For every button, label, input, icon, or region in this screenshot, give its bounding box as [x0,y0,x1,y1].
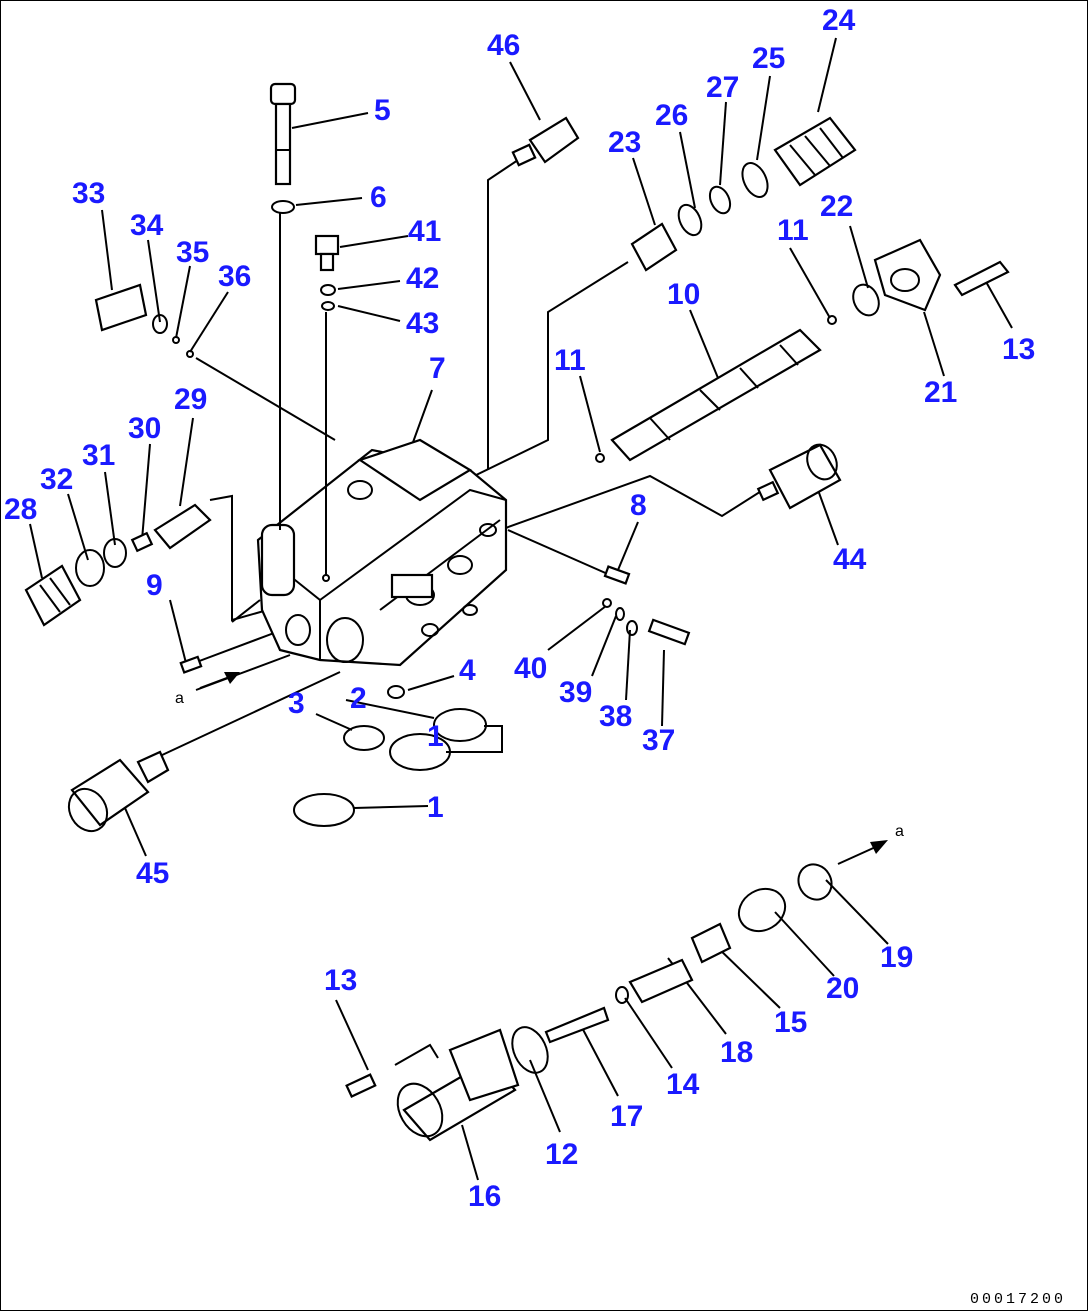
lower-right-items [602,565,691,646]
callout-22: 22 [820,190,853,223]
callout-38: 38 [599,700,632,733]
callout-21: 21 [924,376,957,409]
callout-3: 3 [288,687,305,720]
spool-assembly-top [595,116,1010,463]
plug-41 [314,234,340,582]
callout-39: 39 [559,676,592,709]
callout-26: 26 [655,99,688,132]
callout-10: 10 [667,278,700,311]
callout-37: 37 [642,724,675,757]
callout-23: 23 [608,126,641,159]
callout-14: 14 [666,1068,700,1101]
svg-text:a: a [175,690,184,707]
flow-arrows: a a [175,672,904,865]
callout-20: 20 [826,972,859,1005]
valve-body [231,438,508,667]
callout-41: 41 [408,215,441,248]
callout-6: 6 [370,181,387,214]
callout-9: 9 [146,569,163,602]
callout-15: 15 [774,1006,807,1039]
callout-1-lower: 1 [427,791,444,824]
callout-46: 46 [487,29,520,62]
callout-11-right: 11 [777,214,809,247]
callout-1-upper: 1 [427,720,444,753]
callout-labels: 1 1 2 3 4 5 6 7 8 9 10 11 11 12 13 13 14… [4,4,1035,1213]
callout-25: 25 [752,42,785,75]
callout-34: 34 [130,209,164,242]
callout-11-left: 11 [554,344,586,377]
callout-31: 31 [82,439,115,472]
bolt-5 [269,82,297,530]
callout-2: 2 [350,682,367,715]
left-assembly [24,283,212,674]
figure-code: 00017200 [970,1291,1066,1308]
callout-17: 17 [610,1100,643,1133]
solenoid-44 [756,443,842,510]
callout-42: 42 [406,262,439,295]
valve-46 [511,116,580,167]
callout-5: 5 [374,94,391,127]
bottom-assembly [345,863,833,1142]
callout-28: 28 [4,493,37,526]
callout-32: 32 [40,463,73,496]
callout-29: 29 [174,383,207,416]
svg-text:a: a [895,823,904,840]
callout-8: 8 [630,489,647,522]
callout-16: 16 [468,1180,501,1213]
callout-18: 18 [720,1036,753,1069]
callout-27: 27 [706,71,739,104]
callout-43: 43 [406,307,439,340]
callout-13-lower: 13 [324,964,357,997]
callout-19: 19 [880,941,913,974]
callout-44: 44 [833,543,867,576]
callout-7: 7 [429,352,446,385]
solenoid-45 [67,750,170,833]
callout-12: 12 [545,1138,578,1171]
callout-4: 4 [459,654,476,687]
callout-36: 36 [218,260,251,293]
callout-30: 30 [128,412,161,445]
leader-lines [29,37,1013,1181]
callout-45: 45 [136,857,169,890]
callout-40: 40 [514,652,547,685]
o-rings [293,685,487,827]
callout-35: 35 [176,236,209,269]
callout-13-upper: 13 [1002,333,1035,366]
callout-33: 33 [72,177,105,210]
callout-24: 24 [822,4,856,37]
